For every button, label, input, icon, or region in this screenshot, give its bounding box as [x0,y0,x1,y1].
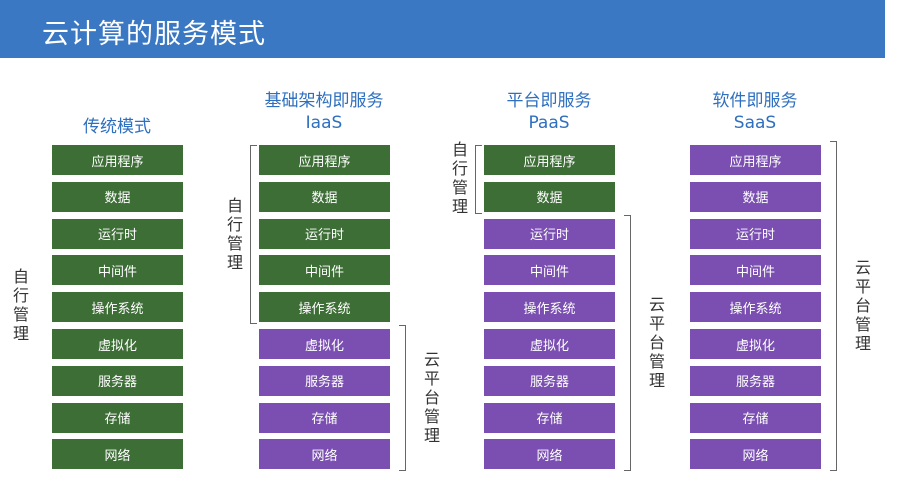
self-managed-label: 自行管理 [226,195,243,272]
layer-box: 中间件 [259,255,390,286]
title-banner: 云计算的服务模式 [0,0,885,58]
layer-box: 存储 [259,402,390,433]
column-subtitle: SaaS [733,113,777,133]
layer-box: 中间件 [690,255,821,286]
layer-box: 应用程序 [690,145,821,175]
layer-box: 数据 [690,181,821,212]
layer-box: 应用程序 [259,145,390,175]
layer-box: 运行时 [259,218,390,249]
layer-box: 存储 [690,402,821,433]
layer-box: 服务器 [690,365,821,396]
layer-box: 服务器 [484,365,615,396]
layer-box: 数据 [52,181,183,212]
layer-box: 虚拟化 [690,329,821,359]
column-title: 平台即服务 [506,91,592,111]
layer-box: 存储 [484,402,615,433]
column-subtitle: PaaS [528,113,570,133]
layer-box: 操作系统 [259,292,390,323]
column-title: 基础架构即服务 [264,91,384,111]
layer-box: 操作系统 [52,292,183,323]
layer-box: 网络 [52,439,183,470]
page-title: 云计算的服务模式 [42,19,266,50]
cloud-managed-label: 云平台管理 [648,294,665,390]
layer-box: 运行时 [690,218,821,249]
cloud-managed-bracket [399,325,406,472]
self-managed-bracket [250,145,257,325]
layer-box: 服务器 [52,365,183,396]
layer-box: 操作系统 [484,292,615,323]
layer-box: 应用程序 [52,145,183,175]
column-subtitle: IaaS [305,113,343,133]
layer-box: 运行时 [484,218,615,249]
layer-box: 虚拟化 [484,329,615,359]
self-managed-label: 自行管理 [451,140,468,217]
layer-box: 操作系统 [690,292,821,323]
layer-box: 应用程序 [484,145,615,175]
self-managed-label: 自行管理 [12,267,29,343]
self-managed-bracket [475,145,482,214]
layer-box: 运行时 [52,218,183,249]
layer-box: 网络 [690,439,821,470]
layer-box: 网络 [484,439,615,470]
layer-box: 服务器 [259,365,390,396]
cloud-managed-label: 云平台管理 [423,349,440,445]
layer-box: 网络 [259,439,390,470]
layer-box: 数据 [259,181,390,212]
layer-box: 数据 [484,181,615,212]
column-title: 软件即服务 [712,91,798,111]
column-title: 传统模式 [83,117,151,137]
cloud-managed-label: 云平台管理 [854,257,871,353]
layer-box: 中间件 [52,255,183,286]
layer-box: 中间件 [484,255,615,286]
cloud-managed-bracket [830,141,837,472]
layer-box: 虚拟化 [259,329,390,359]
layer-box: 存储 [52,402,183,433]
layer-box: 虚拟化 [52,329,183,359]
cloud-managed-bracket [624,214,631,472]
